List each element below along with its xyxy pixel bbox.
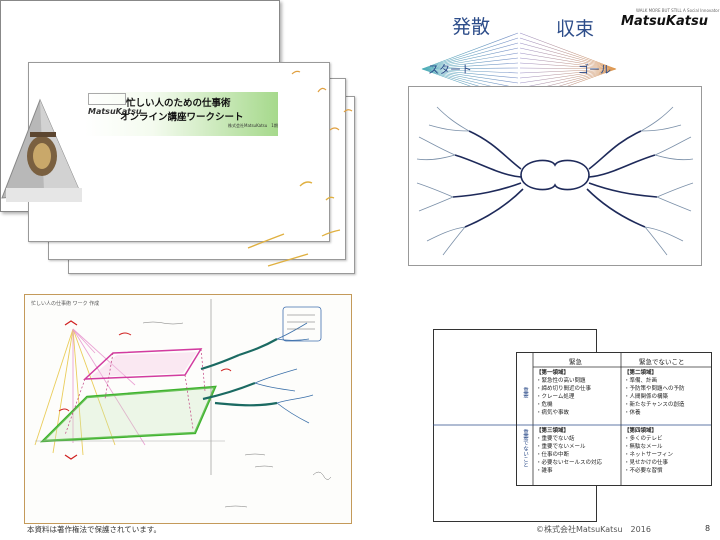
brand-tagline: WALK MORE BUT STILL A Social Innovator — [636, 8, 720, 13]
slide-logo: MatsuKatsu — [88, 107, 142, 116]
q4-title: 【第四領域】 — [624, 428, 658, 434]
q1-title: 【第一領域】 — [536, 370, 570, 376]
q1-item: ・緊急性の高い問題 — [536, 378, 586, 384]
q2-item: ・準備、計画 — [624, 378, 658, 384]
q4-item: ・無駄なメール — [624, 444, 663, 450]
handdrawn-sketch: 忙しい人の仕事術 ワーク 作成 — [24, 294, 352, 524]
diverge-heading: 発散 — [452, 16, 491, 38]
start-label: スタート — [428, 63, 472, 76]
q3-item: ・必要ないセールスの対応 — [536, 460, 603, 466]
q2-title: 【第二領域】 — [624, 370, 658, 376]
sketch-header-note: 忙しい人の仕事術 ワーク 作成 — [31, 301, 100, 307]
quadrant-1: 【第一領域】 ・緊急性の高い問題 ・締め切り間近の仕事 ・クレーム処理 ・危機 … — [536, 369, 620, 417]
brand-logo: MatsuKatsu — [621, 14, 708, 29]
col-not-urgent-header: 緊急でないこと — [639, 358, 685, 366]
copyright-notice: 本資料は著作権法で保護されています。 — [27, 525, 162, 534]
row-not-important-label: 重要でないこと — [522, 429, 528, 468]
q1-item: ・クレーム処理 — [536, 394, 575, 400]
mindmap-branches — [416, 106, 694, 256]
mindmap-template — [408, 86, 702, 266]
q3-item: ・重要でないメール — [536, 444, 586, 450]
q4-item: ・見せかけの仕事 — [624, 460, 669, 466]
col-urgent-header: 緊急 — [569, 358, 582, 366]
cover-company-small: 株式会社MatsuKatsu 1期 — [228, 123, 278, 128]
q2-item: ・新たなチャンスの創造 — [624, 402, 685, 408]
diverge-converge-fan — [421, 32, 617, 104]
row-important-label: 重要 — [522, 387, 528, 398]
q2-item: ・予防策や問題への予防 — [624, 386, 685, 392]
back-slide-doodles — [247, 70, 353, 267]
q3-item: ・雑事 — [536, 468, 553, 474]
q3-item: ・仕事の中断 — [536, 452, 570, 458]
footer-company-year: ©株式会社MatsuKatsu 2016 — [536, 525, 651, 534]
priority-matrix: 緊急 緊急でないこと 重要 重要でないこと 【第一領域】 ・緊急性の高い問題 ・… — [516, 352, 712, 486]
page-number: 8 — [705, 524, 711, 533]
q2-item: ・人間関係の構築 — [624, 394, 669, 400]
quadrant-3: 【第三領域】 ・重要でない話 ・重要でないメール ・仕事の中断 ・必要ないセール… — [536, 427, 620, 475]
quadrant-2: 【第二領域】 ・準備、計画 ・予防策や問題への予防 ・人間関係の構築 ・新たなチ… — [624, 369, 710, 417]
cover-title-line1: 忙しい人のための仕事術 — [126, 98, 231, 109]
q4-item: ・不必要な習慣 — [624, 468, 663, 474]
q1-item: ・病気や事故 — [536, 410, 570, 416]
q1-item: ・締め切り間近の仕事 — [536, 386, 592, 392]
q4-item: ・ネットサーフィン — [624, 452, 674, 458]
q3-title: 【第三領域】 — [536, 428, 570, 434]
q3-item: ・重要でない話 — [536, 436, 575, 442]
title-band — [85, 92, 278, 136]
q1-item: ・危機 — [536, 402, 553, 408]
q4-item: ・多くのテレビ — [624, 436, 663, 442]
quadrant-4: 【第四領域】 ・多くのテレビ ・無駄なメール ・ネットサーフィン ・見せかけの仕… — [624, 427, 710, 475]
cover-title-line2: オンライン講座ワークシート — [120, 112, 244, 123]
converge-heading: 収束 — [556, 18, 595, 40]
sketch-drawing — [34, 299, 332, 508]
q2-item: ・休養 — [624, 410, 641, 416]
pyramid-logo-graphic — [1, 98, 82, 202]
matrix-grid-lines — [517, 353, 711, 485]
goal-label: ゴール — [578, 63, 611, 76]
logo-box — [88, 93, 126, 105]
